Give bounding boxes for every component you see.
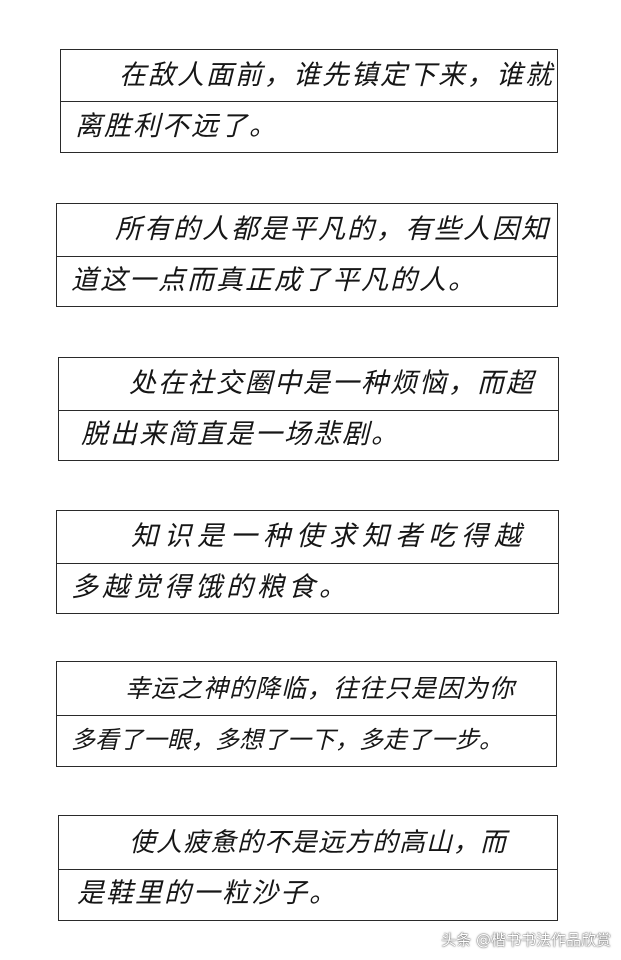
passage-4-divider [57,563,558,564]
passage-6-line-2: 是鞋里的一粒沙子。 [77,878,338,909]
passage-5-divider [57,715,556,716]
passage-1-divider [61,101,557,102]
passage-1-line-2: 离胜利不远了。 [75,111,278,142]
passage-3-line-1: 处在社交圈中是一种烦恼，而超 [129,368,535,399]
passage-5-line-1: 幸运之神的降临，往往只是因为你 [125,674,516,703]
passage-card-5: 幸运之神的降临，往往只是因为你 多看了一眼，多想了一下，多走了一步。 [56,661,557,767]
passage-4-line-2: 多越觉得饿的粮食。 [71,572,350,603]
passage-card-3: 处在社交圈中是一种烦恼，而超 脱出来简直是一场悲剧。 [58,357,559,461]
passage-5-line-2: 多看了一眼，多想了一下，多走了一步。 [71,726,503,754]
passage-6-divider [59,869,557,870]
passage-2-line-2: 道这一点而真正成了平凡的人。 [71,265,477,296]
passage-6-line-1: 使人疲惫的不是远方的高山，而 [129,828,508,858]
passage-3-divider [59,410,558,411]
watermark-label: 头条 @楷书书法作品欣赏 [441,931,611,949]
passage-2-line-1: 所有的人都是平凡的，有些人因知 [115,214,550,245]
passage-card-1: 在敌人面前，谁先镇定下来，谁就 离胜利不远了。 [60,49,558,153]
passage-card-4: 知识是一种使求知者吃得越 多越觉得饿的粮食。 [56,510,559,614]
passage-1-line-1: 在敌人面前，谁先镇定下来，谁就 [119,60,554,91]
passage-card-6: 使人疲惫的不是远方的高山，而 是鞋里的一粒沙子。 [58,815,558,921]
passage-3-line-2: 脱出来简直是一场悲剧。 [81,419,400,450]
passage-card-2: 所有的人都是平凡的，有些人因知 道这一点而真正成了平凡的人。 [56,203,558,307]
passage-2-divider [57,256,557,257]
passage-4-line-1: 知识是一种使求知者吃得越 [131,521,527,552]
